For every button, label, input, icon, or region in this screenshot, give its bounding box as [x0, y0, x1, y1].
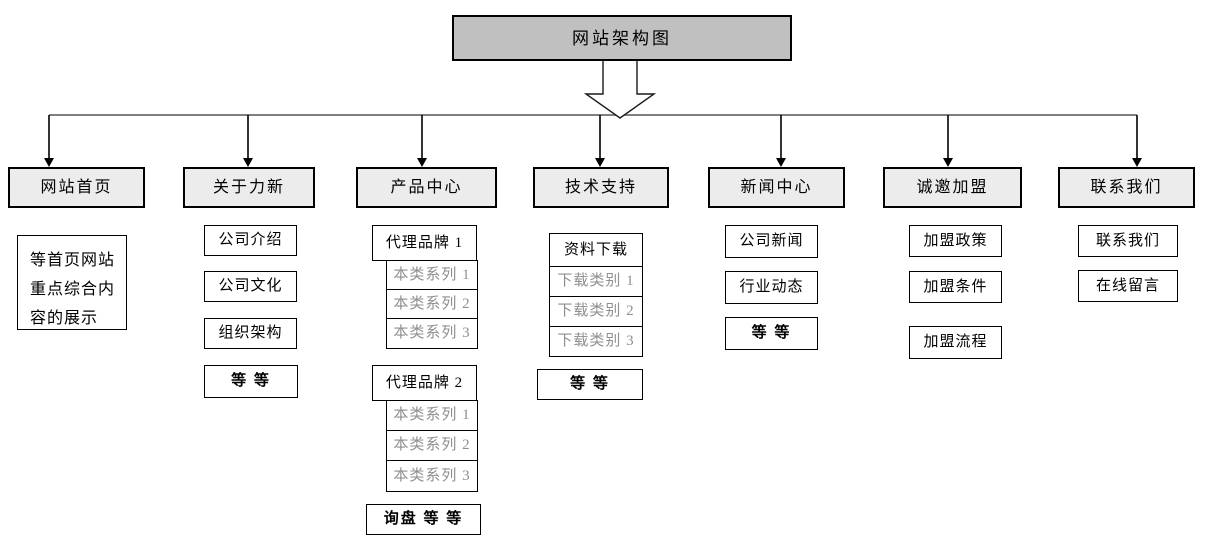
node-products-4: 本类系列 3	[386, 318, 478, 349]
column-header-support: 技术支持	[533, 167, 669, 208]
node-about-3: 组织架构	[204, 318, 297, 349]
column-header-about: 关于力新	[183, 167, 315, 208]
node-products-7: 本类系列 2	[386, 430, 478, 461]
column-header-home: 网站首页	[8, 167, 145, 208]
node-contact-1: 联系我们	[1078, 225, 1178, 257]
node-products-8: 本类系列 3	[386, 460, 478, 492]
node-products-6: 本类系列 1	[386, 400, 478, 431]
node-products-5: 代理品牌 2	[372, 365, 477, 401]
column-header-news: 新闻中心	[708, 167, 845, 208]
column-header-products: 产品中心	[356, 167, 497, 208]
node-support-2: 下载类别 1	[549, 266, 643, 297]
node-products-2: 本类系列 1	[386, 260, 478, 290]
node-support-4: 下载类别 3	[549, 326, 643, 357]
node-join-1: 加盟政策	[909, 225, 1002, 257]
node-products-9: 询盘 等 等	[366, 504, 481, 535]
node-support-3: 下载类别 2	[549, 296, 643, 327]
diagram-title-box: 网站架构图	[452, 15, 792, 61]
column-header-join: 诚邀加盟	[883, 167, 1022, 208]
node-products-3: 本类系列 2	[386, 289, 478, 319]
node-join-2: 加盟条件	[909, 271, 1002, 303]
node-home-1: 等首页网站重点综合内容的展示	[17, 235, 127, 330]
node-support-5: 等 等	[537, 369, 643, 400]
node-products-1: 代理品牌 1	[372, 225, 477, 261]
node-news-3: 等 等	[725, 317, 818, 350]
column-header-contact: 联系我们	[1058, 167, 1195, 208]
node-contact-2: 在线留言	[1078, 270, 1178, 302]
node-news-1: 公司新闻	[725, 225, 818, 258]
node-about-1: 公司介绍	[204, 225, 297, 256]
node-news-2: 行业动态	[725, 271, 818, 304]
node-about-4: 等 等	[204, 365, 298, 398]
node-support-1: 资料下载	[549, 233, 643, 267]
node-join-3: 加盟流程	[909, 326, 1002, 359]
node-about-2: 公司文化	[204, 271, 297, 302]
